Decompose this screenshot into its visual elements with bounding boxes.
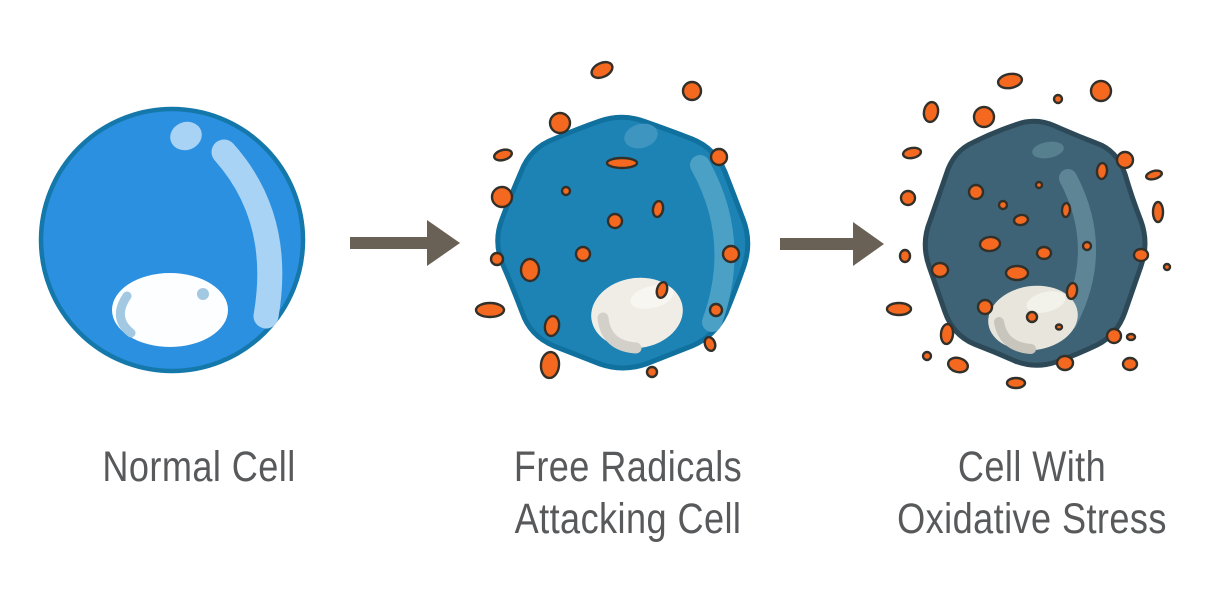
label-line: Cell With [957,443,1107,491]
free-radical-dot [930,261,950,279]
free-radical-dot [921,350,933,362]
arrow-attacked-to-stressed [780,222,884,266]
free-radical-dot [1004,264,1030,282]
free-radical-dot [590,60,614,80]
free-radical-dot [1115,150,1135,170]
free-radical-dot [645,365,659,379]
label-line: Oxidative Stress [897,495,1167,543]
free-radical-dot [1005,376,1027,390]
label-normal-cell: Normal Cell [102,441,295,493]
free-radical-dot [655,280,669,300]
cell-shine-dot [624,123,658,149]
free-radical-dot [978,235,1002,253]
free-radical-dot [474,301,506,319]
free-radical-dot [493,148,513,162]
free-radical-dot [967,183,985,201]
free-radical-dot [703,336,717,352]
free-radical-dot [972,105,996,129]
free-radical-dot [708,302,724,318]
free-radical-dot [1081,240,1093,252]
free-radical-dot [519,257,541,283]
free-radical-dot [721,244,741,264]
free-radical-dot [1151,200,1165,224]
free-radical-dot [885,301,913,317]
free-radical-dot [1025,310,1039,324]
free-radical-dot [560,185,572,197]
free-radical-dot [651,199,665,219]
free-radical-dot [922,100,940,124]
free-radical-dot [1132,247,1150,263]
free-radical-dot [539,350,561,380]
right-arrow-icon [350,220,460,266]
cell-shine-dot [170,121,202,151]
free-radical-dot [1089,79,1113,103]
arrow-normal-to-attacked [350,220,460,266]
label-cell-with-oxidative-stress: Cell With Oxidative Stress [897,441,1167,545]
free-radical-dot [901,146,923,160]
stressed-cell-figure [885,72,1172,390]
label-line: Attacking Cell [514,495,742,543]
free-radical-dot [1052,93,1064,105]
normal-cell-figure [38,106,306,374]
normal-cell-nucleus [112,273,228,347]
free-radicals-group [474,60,741,380]
free-radical-dot [574,245,592,263]
free-radical-dot [997,199,1009,211]
free-radical-dot [490,185,514,209]
label-line: Normal Cell [102,443,296,491]
free-radical-dot [1121,356,1139,372]
nucleus-shade [116,291,136,338]
free-radical-dot [605,156,639,170]
nucleus-shade [994,317,1036,354]
nucleus-highlight [1026,291,1066,313]
free-radical-dot [681,80,703,102]
free-radical-dot [1012,213,1030,227]
free-radical-dot [996,72,1024,90]
free-radical-dot [898,248,912,264]
free-radical-dot [1065,281,1079,301]
nucleus-shade [597,312,642,354]
free-radical-dot [1035,245,1053,261]
free-radical-dot [1060,201,1072,219]
free-radical-dot [1125,332,1137,342]
label-line: Free Radicals [513,443,743,491]
diagram-graphics [38,60,1172,390]
attacked-cell-figure [474,60,751,380]
free-radical-dot [1162,262,1172,272]
free-radical-dot [709,147,729,167]
free-radical-dot [543,314,561,338]
free-radical-dot [489,251,505,267]
nucleus-dot [197,288,209,300]
cell-shine-dot [1032,141,1064,159]
free-radical-dot [939,322,955,346]
label-free-radicals-attacking-cell: Free Radicals Attacking Cell [514,441,742,545]
free-radical-dot [548,111,572,135]
free-radicals-group [885,72,1172,390]
right-arrow-icon [780,222,884,266]
free-radical-dot [1034,180,1044,190]
free-radical-dot [606,212,624,230]
free-radical-dot [1145,169,1163,181]
free-radical-dot [946,356,970,374]
free-radical-dot [1054,323,1064,331]
free-radical-dot [976,298,994,316]
free-radical-dot [1055,354,1075,372]
free-radical-dot [1095,161,1109,181]
cell-shine-swoosh [211,139,283,329]
free-radical-dot [1105,327,1123,345]
free-radical-dot [899,189,917,207]
